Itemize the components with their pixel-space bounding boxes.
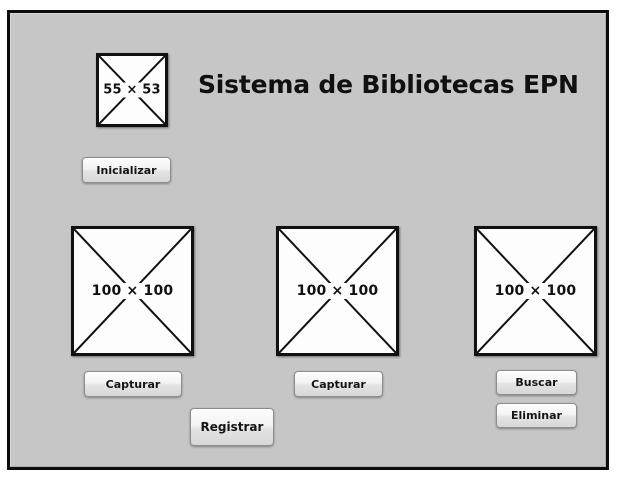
buscar-button[interactable]: Buscar: [496, 370, 577, 395]
app-window: 55 × 53 Sistema de Bibliotecas EPN Inici…: [7, 10, 609, 470]
image-preview-placeholder-1: 100 × 100: [71, 226, 194, 356]
capturar-button-2[interactable]: Capturar: [294, 371, 383, 397]
image-preview-label-1: 100 × 100: [74, 283, 191, 299]
image-preview-label-3: 100 × 100: [477, 283, 594, 299]
page-title: Sistema de Bibliotecas EPN: [198, 70, 579, 99]
registrar-button[interactable]: Registrar: [190, 408, 274, 446]
eliminar-button[interactable]: Eliminar: [496, 403, 577, 428]
logo-placeholder-label: 55 × 53: [99, 82, 165, 98]
inicializar-button[interactable]: Inicializar: [82, 157, 171, 183]
logo-image-placeholder: 55 × 53: [96, 53, 168, 127]
image-preview-label-2: 100 × 100: [279, 283, 396, 299]
image-preview-placeholder-2: 100 × 100: [276, 226, 399, 356]
app-canvas: 55 × 53 Sistema de Bibliotecas EPN Inici…: [10, 13, 606, 467]
capturar-button-1[interactable]: Capturar: [84, 371, 182, 397]
image-preview-placeholder-3: 100 × 100: [474, 226, 597, 356]
